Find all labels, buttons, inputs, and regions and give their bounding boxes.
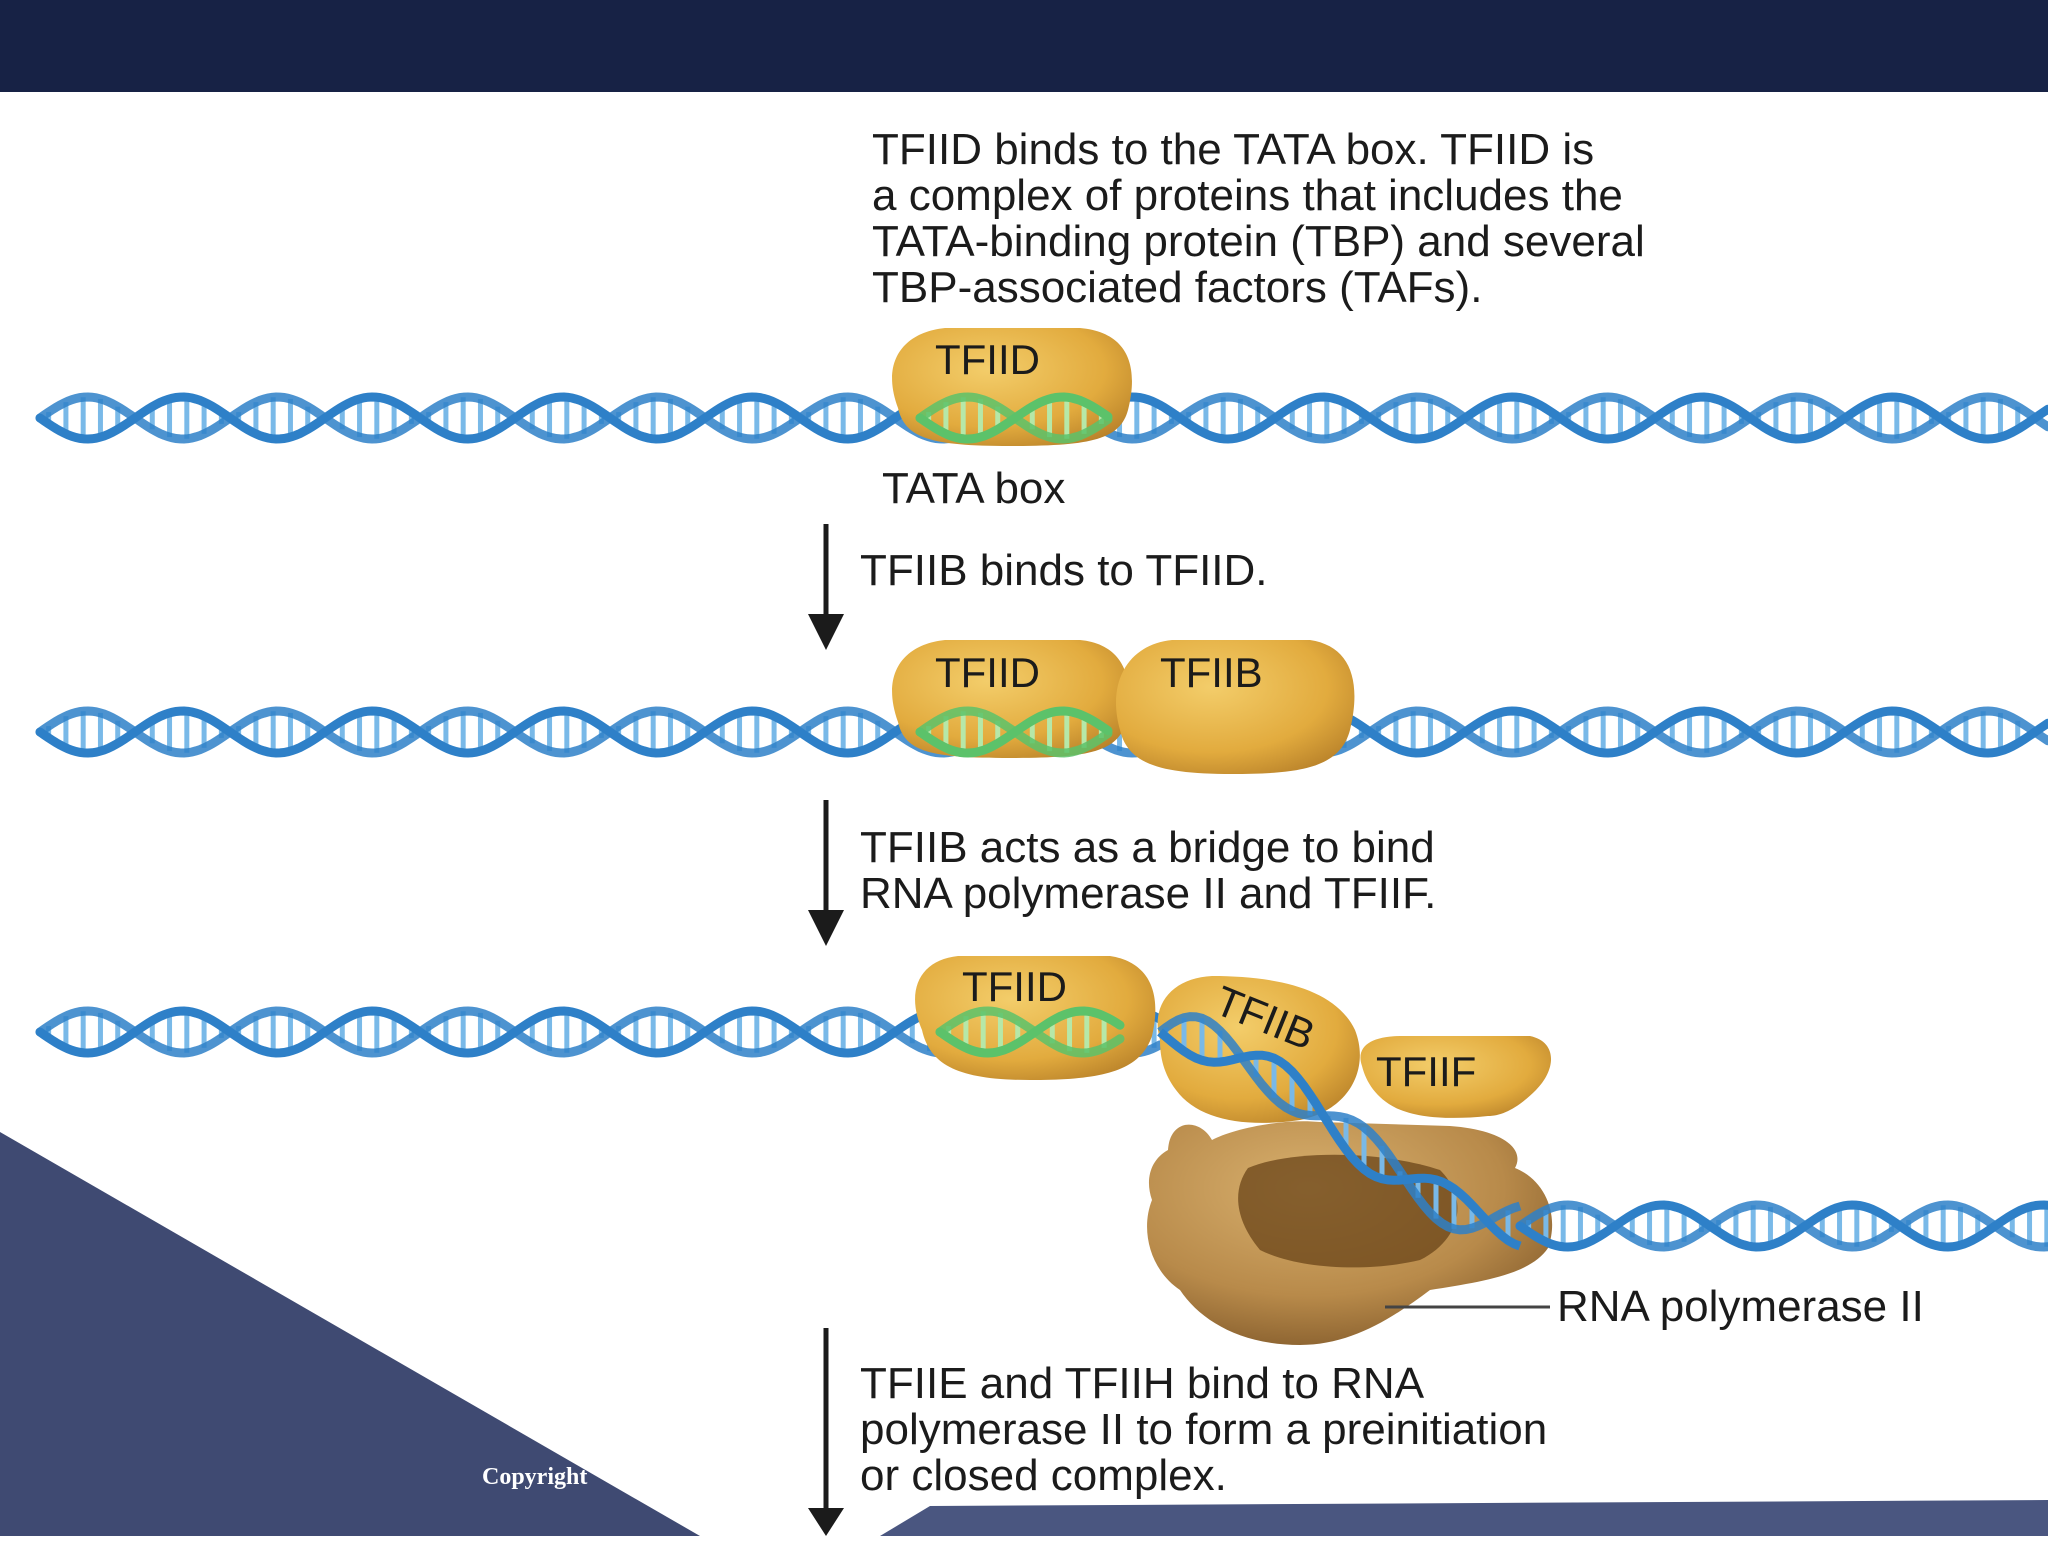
slide-decoration-bottom-band	[880, 1500, 2048, 1536]
arrow-down-icon	[808, 1328, 844, 1536]
caption-tfiib-binds: TFIIB binds to TFIID.	[860, 546, 1268, 595]
tfiid-label-step1: TFIID	[935, 336, 1040, 383]
rna-polymerase-ii-protein	[1147, 1121, 1553, 1345]
tfiib-protein-step2: TFIIB	[1115, 640, 1355, 774]
tata-box-segment-step2	[915, 706, 1113, 758]
dna-helix-row-3-bent	[1157, 1012, 1522, 1251]
caption-tfiid-binds-tata: TFIID binds to the TATA box. TFIID is a …	[872, 125, 1645, 312]
tata-box-label: TATA box	[882, 464, 1066, 513]
tata-box-segment-step3	[935, 1006, 1125, 1058]
top-title-bar	[0, 0, 2048, 92]
arrow-down-icon	[808, 800, 844, 946]
rna-polymerase-label: RNA polymerase II	[1557, 1282, 1924, 1331]
tfiid-label-step3: TFIID	[962, 963, 1067, 1010]
tfiid-protein-step3: TFIID	[915, 956, 1156, 1080]
tfiid-protein-step2: TFIID	[892, 640, 1130, 758]
dna-helix-row-3-right	[1515, 1200, 2048, 1252]
caption-tfiib-bridge: TFIIB acts as a bridge to bind RNA polym…	[860, 823, 1437, 918]
arrow-down-icon	[808, 524, 844, 650]
tfiid-protein-step1: TFIID	[892, 328, 1132, 446]
tata-box-segment-step1	[915, 392, 1113, 444]
tfiib-label-step2: TFIIB	[1160, 649, 1263, 696]
tfiif-label-step3: TFIIF	[1376, 1048, 1476, 1095]
tfiid-label-step2: TFIID	[935, 649, 1040, 696]
copyright-notice: Copyright	[482, 1464, 588, 1490]
slide-decoration-bottom-left	[0, 1132, 700, 1536]
caption-preinitiation-complex: TFIIE and TFIIH bind to RNA polymerase I…	[860, 1359, 1548, 1500]
tfiif-protein-step3: TFIIF	[1360, 1036, 1552, 1118]
